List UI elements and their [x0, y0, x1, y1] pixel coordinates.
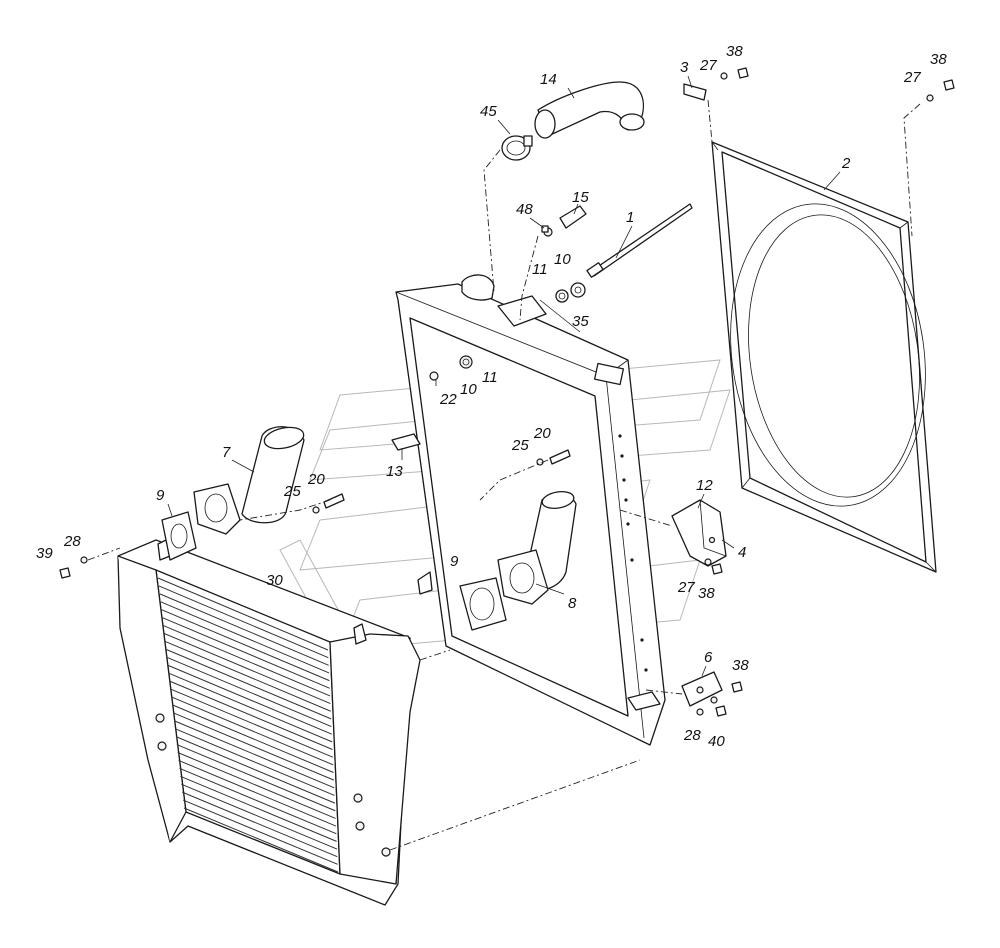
fin-line	[158, 585, 329, 659]
assembly-lines	[87, 99, 921, 851]
fin-line	[163, 625, 331, 697]
label-25-left: 25	[283, 483, 301, 500]
label-2: 2	[841, 155, 851, 172]
clip	[541, 225, 553, 237]
fin-line	[175, 736, 336, 804]
bracket-right	[671, 499, 727, 567]
bushings	[555, 282, 586, 303]
part-labels: 1 2 3 4 6 7 8 9 9 10 10 11 11 12 13 14 1…	[36, 43, 947, 750]
hose-clamp	[501, 135, 533, 161]
label-38-right: 38	[698, 585, 715, 602]
label-40: 40	[708, 733, 725, 750]
label-20-left: 20	[307, 471, 325, 488]
fin-line	[169, 680, 333, 750]
label-27-top: 27	[699, 57, 717, 74]
intercooler-fins	[157, 577, 339, 873]
gasket-left	[161, 511, 197, 561]
fin-line	[182, 791, 338, 858]
label-22: 22	[439, 391, 457, 408]
label-14: 14	[540, 71, 557, 88]
fin-line	[160, 601, 330, 674]
label-8: 8	[568, 595, 577, 612]
fin-line	[157, 577, 329, 651]
label-12: 12	[696, 477, 713, 494]
fin-line	[181, 783, 338, 850]
fin-line	[166, 656, 332, 728]
frame-holes	[618, 434, 648, 672]
air-pipe-lower	[459, 490, 577, 631]
label-45: 45	[480, 103, 497, 120]
label-35: 35	[572, 313, 589, 330]
label-11-top: 11	[532, 261, 548, 278]
fin-line	[179, 767, 337, 835]
label-38-topright: 38	[930, 51, 947, 68]
fin-line	[174, 728, 335, 796]
label-9-left: 9	[156, 487, 165, 504]
label-38-top: 38	[726, 43, 743, 60]
label-20-right: 20	[533, 425, 551, 442]
bracket-lower-right	[681, 671, 723, 707]
air-pipe-upper	[193, 426, 305, 535]
fin-line	[183, 807, 339, 873]
label-27-topright: 27	[903, 69, 921, 86]
label-7: 7	[222, 444, 231, 461]
label-39: 39	[36, 545, 53, 562]
label-10-top: 10	[554, 251, 571, 268]
fin-line	[178, 759, 337, 827]
label-4: 4	[738, 544, 746, 561]
top-hose	[534, 81, 645, 139]
leader-lines	[167, 75, 841, 677]
fin-line	[168, 672, 333, 743]
label-13: 13	[386, 463, 403, 480]
intercooler	[117, 539, 421, 906]
drain-rod	[586, 203, 693, 278]
fasteners	[59, 67, 955, 717]
fin-line	[180, 775, 337, 842]
label-1: 1	[626, 209, 634, 226]
label-9-right: 9	[450, 553, 459, 570]
fin-line	[165, 648, 332, 720]
label-10-frame: 10	[460, 381, 477, 398]
fin-line	[172, 704, 334, 773]
fin-line	[171, 696, 334, 766]
fin-line	[173, 712, 335, 781]
radiator-frame	[391, 274, 666, 746]
label-38-lower: 38	[732, 657, 749, 674]
bracket-top	[683, 83, 707, 101]
label-28-right: 28	[683, 727, 701, 744]
fin-line	[161, 609, 330, 682]
fin-line	[159, 593, 329, 666]
label-11-frame: 11	[482, 369, 498, 386]
label-28-left: 28	[63, 533, 81, 550]
fin-line	[164, 633, 331, 705]
label-25-right: 25	[511, 437, 529, 454]
fin-line	[173, 720, 335, 789]
label-27-right: 27	[677, 579, 695, 596]
short-tube	[559, 205, 587, 229]
label-3: 3	[680, 59, 689, 76]
label-6: 6	[704, 649, 713, 666]
label-15: 15	[572, 189, 589, 206]
fin-line	[170, 688, 334, 758]
fin-line	[177, 752, 336, 819]
fin-line	[164, 640, 331, 712]
fan-shroud	[711, 141, 937, 573]
fin-line	[176, 744, 336, 812]
label-48: 48	[516, 201, 533, 218]
label-30: 30	[266, 572, 283, 589]
fin-line	[162, 617, 330, 689]
fin-line	[182, 799, 338, 865]
fin-line	[167, 664, 332, 735]
